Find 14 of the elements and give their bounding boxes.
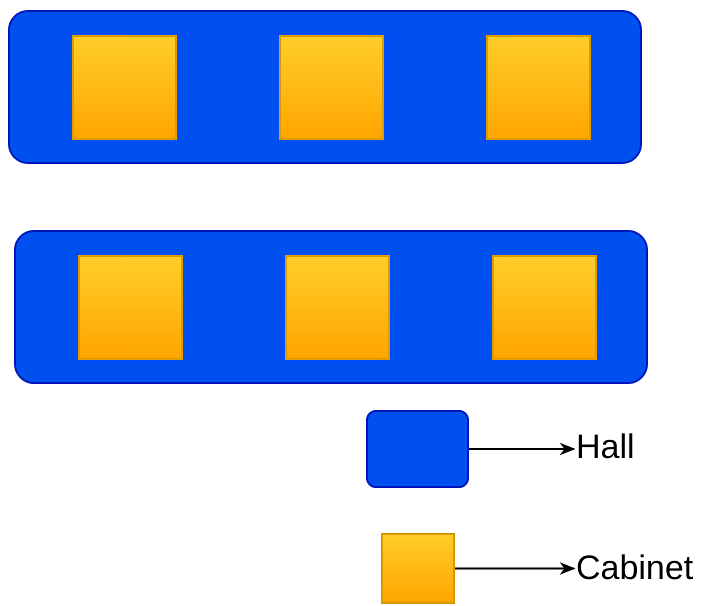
cabinet-box [486,35,591,140]
cabinet-box [381,533,455,604]
arrow [469,442,576,456]
legend-label: Cabinet [576,549,710,588]
hall-box [366,410,469,488]
cabinet-box [285,255,390,360]
cabinet-box [279,35,384,140]
cabinet-box [72,35,177,140]
cabinet-box [492,255,597,360]
hall-box [14,230,648,384]
cabinet-box [78,255,183,360]
legend-label: Hall [576,428,696,467]
hall-box [8,10,642,164]
arrow [455,562,576,575]
